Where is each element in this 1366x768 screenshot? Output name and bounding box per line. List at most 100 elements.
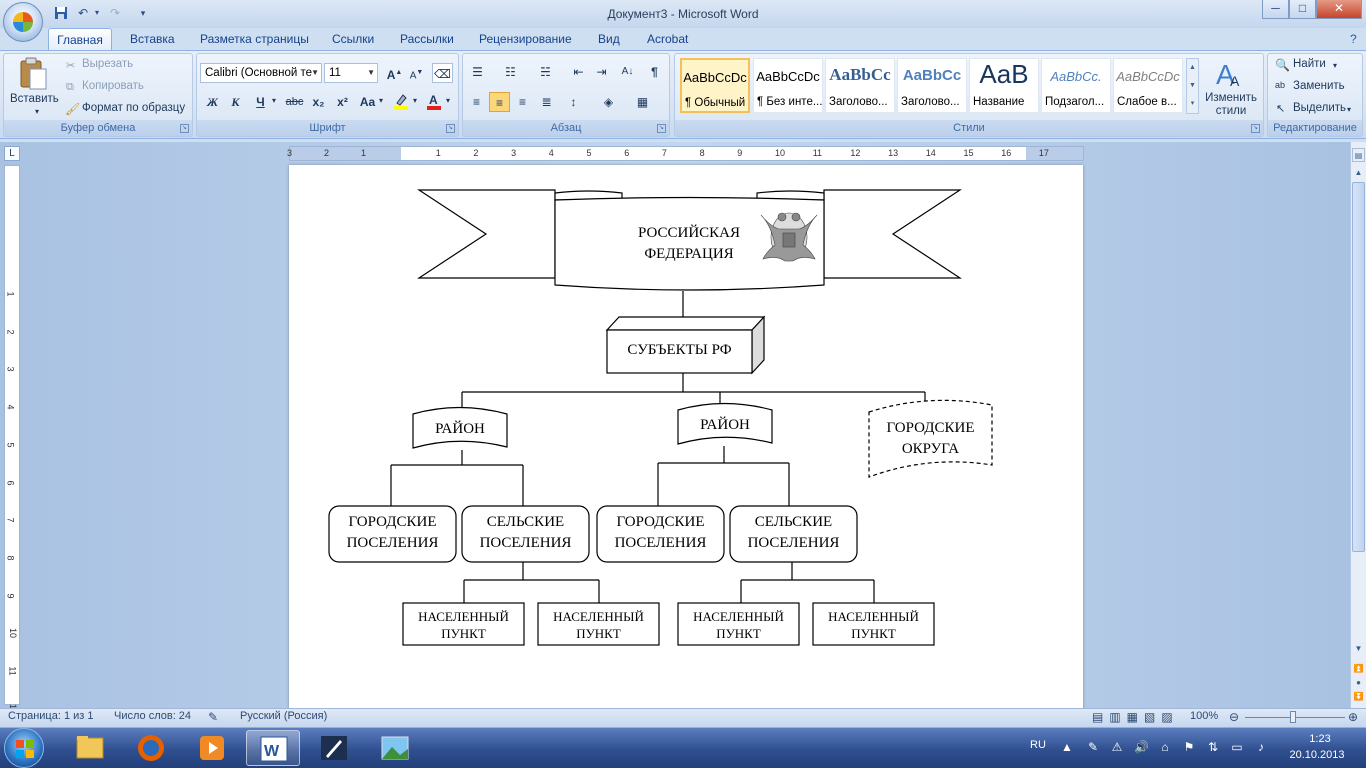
select-button[interactable]: Выделить: [1293, 102, 1347, 114]
tray-alert-icon[interactable]: ▲: [1061, 740, 1073, 754]
cut-button[interactable]: Вырезать: [82, 58, 134, 70]
tray-pen-icon[interactable]: ✎: [1087, 740, 1099, 754]
select-dropdown-icon[interactable]: ▾: [1347, 105, 1352, 114]
tray-network-icon[interactable]: ⇅: [1207, 740, 1219, 754]
bold-button[interactable]: Ж: [206, 95, 218, 109]
style-title[interactable]: AaB Название: [969, 58, 1039, 113]
highlight-icon[interactable]: [390, 92, 411, 112]
grow-font-button[interactable]: A▲: [386, 68, 403, 82]
word-taskbar-icon[interactable]: W: [246, 730, 300, 766]
undo-dropdown-icon[interactable]: ▾: [94, 8, 99, 17]
volume-icon[interactable]: 🔊: [1134, 740, 1149, 754]
tab-insert[interactable]: Вставка: [130, 32, 175, 46]
font-color-dropdown-icon[interactable]: ▾: [446, 96, 451, 105]
tab-selector[interactable]: L: [4, 146, 20, 161]
superscript-button[interactable]: x²: [337, 95, 348, 109]
increase-indent-icon[interactable]: ⇥: [596, 65, 607, 79]
scroll-down-icon[interactable]: ▼: [1354, 644, 1363, 653]
font-name-combo[interactable]: Calibri (Основной те▼: [200, 63, 322, 83]
subscript-button[interactable]: x₂: [312, 95, 325, 109]
format-painter-button[interactable]: Формат по образцу: [82, 102, 186, 114]
zoom-out-icon[interactable]: ⊖: [1229, 710, 1240, 724]
tab-page-layout[interactable]: Разметка страницы: [200, 32, 309, 46]
vertical-scrollbar[interactable]: ▤ ▲ ▼ ⏫ ● ⏬: [1350, 142, 1366, 708]
borders-icon[interactable]: ▦: [636, 95, 649, 109]
view-buttons[interactable]: ▤▥▦▧▨: [1092, 710, 1179, 724]
font-launcher-icon[interactable]: ↘: [446, 124, 455, 133]
tab-home[interactable]: Главная: [48, 28, 112, 50]
maximize-button[interactable]: □: [1289, 0, 1316, 19]
copy-button[interactable]: Копировать: [82, 80, 144, 92]
customize-icon[interactable]: ▾: [140, 8, 146, 18]
language-status[interactable]: Русский (Россия): [240, 710, 328, 722]
find-button[interactable]: Найти: [1293, 58, 1326, 70]
close-button[interactable]: ✕: [1316, 0, 1362, 19]
styles-launcher-icon[interactable]: ↘: [1251, 124, 1260, 133]
multilevel-list-icon[interactable]: ☵: [540, 65, 551, 79]
tray-flag-icon[interactable]: ⚑: [1183, 740, 1195, 754]
next-page-icon[interactable]: ⏬: [1353, 692, 1364, 701]
style-normal[interactable]: AaBbCcDc ¶ Обычный: [680, 58, 750, 113]
input-language[interactable]: RU: [1030, 739, 1046, 751]
pen-app-icon[interactable]: [307, 730, 361, 766]
tab-references[interactable]: Ссылки: [332, 32, 375, 46]
clock-time[interactable]: 1:23: [1309, 733, 1331, 745]
tray-speaker-icon[interactable]: ♪: [1258, 740, 1264, 754]
align-left-icon[interactable]: ≡: [472, 95, 480, 109]
save-icon[interactable]: [52, 4, 70, 22]
start-button[interactable]: [4, 728, 44, 768]
picture-viewer-icon[interactable]: [368, 730, 422, 766]
tab-acrobat[interactable]: Acrobat: [647, 32, 689, 46]
tray-device-icon[interactable]: ⌂: [1161, 740, 1169, 754]
redo-icon[interactable]: ↷: [109, 6, 121, 20]
tab-mailings[interactable]: Рассылки: [400, 32, 454, 46]
highlight-dropdown-icon[interactable]: ▾: [413, 96, 418, 105]
find-dropdown-icon[interactable]: ▾: [1333, 61, 1338, 70]
undo-icon[interactable]: ↶: [77, 6, 89, 20]
clipboard-launcher-icon[interactable]: ↘: [180, 124, 189, 133]
previous-page-icon[interactable]: ⏫: [1353, 664, 1364, 673]
minimize-button[interactable]: ─: [1262, 0, 1289, 19]
style-subtle-emphasis[interactable]: AaBbCcDc Слабое в...: [1113, 58, 1183, 113]
document-page[interactable]: РОССИЙСКАЯ ФЕДЕРАЦИЯ СУБЪЕКТЫ РФ РАЙОН Р…: [289, 165, 1083, 710]
tab-view[interactable]: Вид: [598, 32, 620, 46]
justify-icon[interactable]: ≣: [541, 95, 552, 109]
browse-object-icon[interactable]: ●: [1356, 678, 1361, 687]
decrease-indent-icon[interactable]: ⇤: [573, 65, 584, 79]
explorer-icon[interactable]: [63, 730, 117, 766]
font-size-combo[interactable]: 11▼: [324, 63, 378, 83]
align-right-icon[interactable]: ≡: [518, 95, 526, 109]
tray-warning-icon[interactable]: ⚠: [1111, 740, 1123, 754]
tab-review[interactable]: Рецензирование: [479, 32, 572, 46]
paste-button[interactable]: Вставить: [10, 93, 59, 105]
scroll-thumb[interactable]: [1352, 182, 1365, 552]
page-count[interactable]: Страница: 1 из 1: [8, 710, 94, 722]
style-subtitle[interactable]: AaBbCc. Подзагол...: [1041, 58, 1111, 113]
change-styles-button[interactable]: Изменить стили: [1205, 92, 1257, 117]
help-icon[interactable]: ?: [1350, 32, 1357, 46]
style-no-spacing[interactable]: AaBbCcDc ¶ Без инте...: [753, 58, 823, 113]
media-player-icon[interactable]: [185, 730, 239, 766]
bullets-icon[interactable]: ☰: [472, 65, 483, 79]
ruler-toggle-icon[interactable]: ▤: [1352, 148, 1365, 162]
strikethrough-button[interactable]: abc: [285, 96, 304, 108]
show-marks-button[interactable]: ¶: [651, 65, 658, 79]
clock-date[interactable]: 20.10.2013: [1289, 749, 1345, 761]
style-heading-2[interactable]: AaBbCc Заголово...: [897, 58, 967, 113]
shading-icon[interactable]: ◈: [603, 95, 614, 109]
scroll-up-icon[interactable]: ▲: [1354, 168, 1363, 177]
zoom-slider-thumb[interactable]: [1290, 711, 1296, 723]
shrink-font-button[interactable]: A▼: [409, 69, 424, 82]
styles-scroll[interactable]: ▲▼▾: [1186, 58, 1199, 114]
zoom-level[interactable]: 100%: [1190, 710, 1219, 722]
italic-button[interactable]: К: [231, 95, 240, 109]
sort-icon[interactable]: A↓: [621, 66, 634, 77]
line-spacing-icon[interactable]: ↕: [570, 95, 577, 109]
proofing-icon[interactable]: ✎: [208, 710, 219, 724]
underline-dropdown-icon[interactable]: ▾: [272, 96, 277, 105]
word-count[interactable]: Число слов: 24: [114, 710, 192, 722]
change-case-button[interactable]: Aa: [359, 95, 376, 109]
